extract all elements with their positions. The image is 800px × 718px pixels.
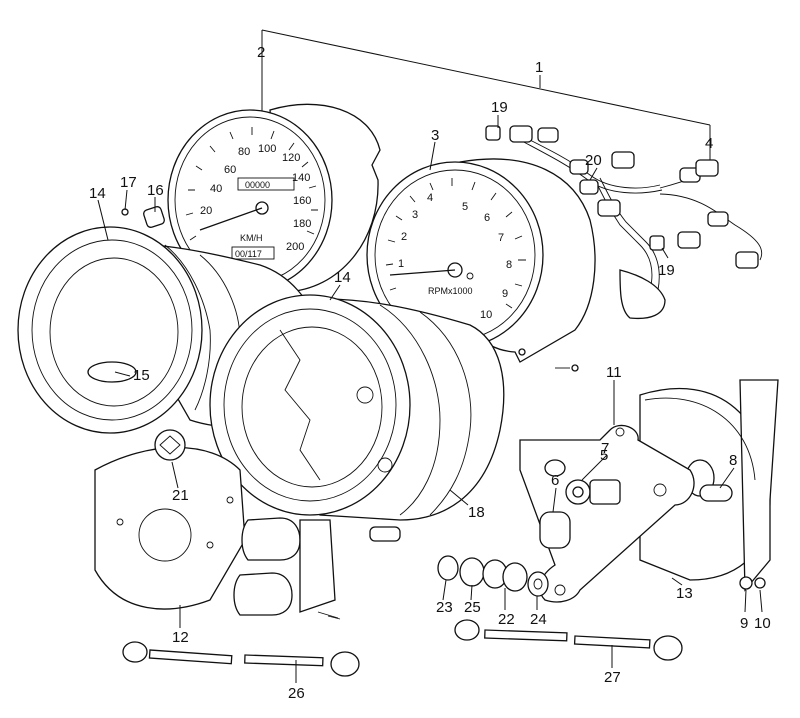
speed-label-20: 20 <box>200 205 212 217</box>
odometer-window <box>237 177 295 191</box>
callout-13: 13 <box>676 585 693 602</box>
odometer-digits: 00000 <box>245 180 270 190</box>
speedometer: 20 40 60 80 100 120 140 160 180 200 0000… <box>167 103 381 293</box>
callout-4: 4 <box>705 135 713 152</box>
callout-24: 24 <box>530 611 547 628</box>
speed-label-200: 200 <box>286 241 304 253</box>
callout-1: 1 <box>535 59 543 76</box>
callout-17: 17 <box>120 174 137 191</box>
rpm-label-2: 2 <box>401 231 407 243</box>
trip-window <box>231 246 275 260</box>
callout-22: 22 <box>498 611 515 628</box>
speed-label-180: 180 <box>293 218 311 230</box>
callout-7: 7 <box>601 440 609 457</box>
callout-9: 9 <box>740 615 748 632</box>
rpm-label-8: 8 <box>506 259 512 271</box>
screws <box>327 364 579 620</box>
callout-27: 27 <box>604 669 621 686</box>
speed-label-60: 60 <box>224 164 236 176</box>
callout-25: 25 <box>464 599 481 616</box>
callout-20: 20 <box>585 152 602 169</box>
speedometer-ticks <box>185 127 318 241</box>
callout-3: 3 <box>431 127 439 144</box>
tachometer-unit: RPMx1000 <box>428 286 473 296</box>
group-bracket <box>261 29 711 160</box>
speed-label-40: 40 <box>210 183 222 195</box>
callout-21: 21 <box>172 487 189 504</box>
callout-18: 18 <box>468 504 485 521</box>
callout-15: 15 <box>133 367 150 384</box>
callout-23: 23 <box>436 599 453 616</box>
callout-14-center: 14 <box>334 269 351 286</box>
cable-sockets <box>233 517 339 619</box>
rpm-label-9: 9 <box>502 288 508 300</box>
callout-leaders <box>97 115 763 683</box>
indicator-lamp <box>699 484 733 502</box>
callout-11: 11 <box>606 364 622 381</box>
trip-digits: 00/117 <box>235 249 262 259</box>
bulb-holder <box>539 511 571 549</box>
speedometer-needle <box>199 207 263 231</box>
callout-5: 5 <box>600 447 608 464</box>
small-parts <box>539 459 766 590</box>
speedometer-cable <box>122 641 360 677</box>
speed-label-160: 160 <box>293 195 311 207</box>
speed-label-140: 140 <box>292 172 310 184</box>
callout-12: 12 <box>172 629 189 646</box>
callout-10: 10 <box>754 615 771 632</box>
trip-reset-knob <box>121 206 165 228</box>
tachometer-ticks <box>385 178 526 309</box>
rpm-label-6: 6 <box>484 212 490 224</box>
callout-2: 2 <box>257 44 265 61</box>
callout-19-top: 19 <box>491 99 508 116</box>
callout-8: 8 <box>729 452 737 469</box>
tachometer-needle <box>389 269 456 276</box>
left-back-plate <box>94 446 246 610</box>
callout-16: 16 <box>147 182 164 199</box>
speed-label-80: 80 <box>238 146 250 158</box>
speedometer-unit: KM/H <box>240 233 263 243</box>
rpm-label-7: 7 <box>498 232 504 244</box>
speed-label-120: 120 <box>282 152 300 164</box>
tachometer-cable <box>454 619 683 661</box>
rpm-label-1: 1 <box>398 258 404 270</box>
bulb-sockets <box>485 125 759 269</box>
left-hood-lamp <box>87 361 137 383</box>
rpm-label-3: 3 <box>412 209 418 221</box>
rpm-label-5: 5 <box>462 201 468 213</box>
callout-19-right: 19 <box>658 262 675 279</box>
center-instrument-hood <box>209 294 505 542</box>
callout-6: 6 <box>551 472 559 489</box>
speed-label-100: 100 <box>258 143 276 155</box>
logo-badge <box>154 429 186 461</box>
callout-14-left: 14 <box>89 185 106 202</box>
rpm-label-10: 10 <box>480 309 492 321</box>
rpm-label-4: 4 <box>427 192 433 204</box>
callout-26: 26 <box>288 685 305 702</box>
washers <box>437 555 549 597</box>
